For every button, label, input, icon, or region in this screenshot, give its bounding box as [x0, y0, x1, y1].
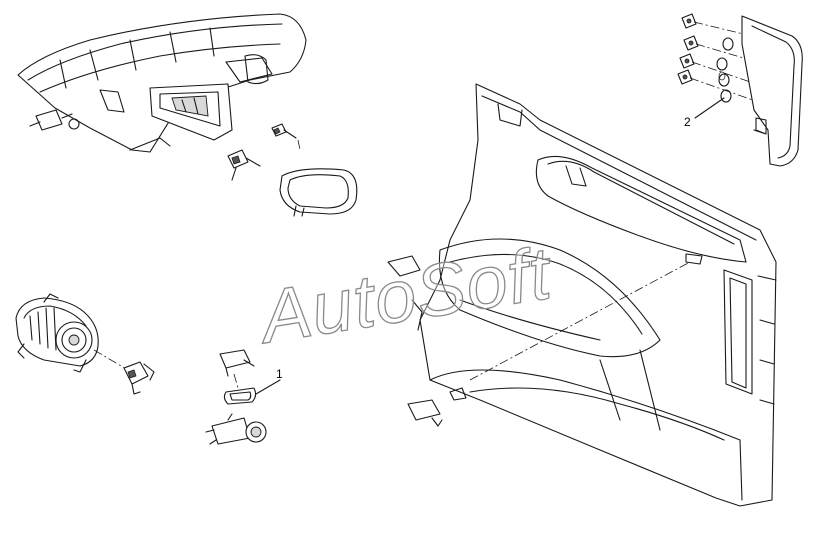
switch-clip [219, 349, 255, 377]
ignition-switch [205, 413, 267, 445]
grommet-set [716, 37, 734, 103]
leader-panel [469, 261, 691, 381]
blower-connector [123, 361, 155, 395]
leader-switch-clip [233, 373, 239, 389]
blower-motor [15, 293, 99, 373]
screw-lower [227, 149, 261, 181]
leader-screw-upper [297, 139, 301, 151]
side-trim-panel [387, 83, 777, 507]
switch-bezel [223, 387, 257, 405]
screw-upper [271, 123, 297, 139]
overhead-console-assembly [17, 13, 307, 153]
courtesy-lamp [407, 387, 467, 427]
callout-leader-2 [694, 97, 725, 119]
callout-1: 1 [276, 367, 283, 381]
leader-blower [93, 349, 129, 371]
callout-2: 2 [684, 115, 691, 129]
clip-set [677, 13, 699, 85]
callout-leader-1 [255, 379, 281, 395]
leader-clips [689, 21, 769, 105]
lamp-lens [279, 168, 358, 217]
side-lens [741, 15, 803, 167]
